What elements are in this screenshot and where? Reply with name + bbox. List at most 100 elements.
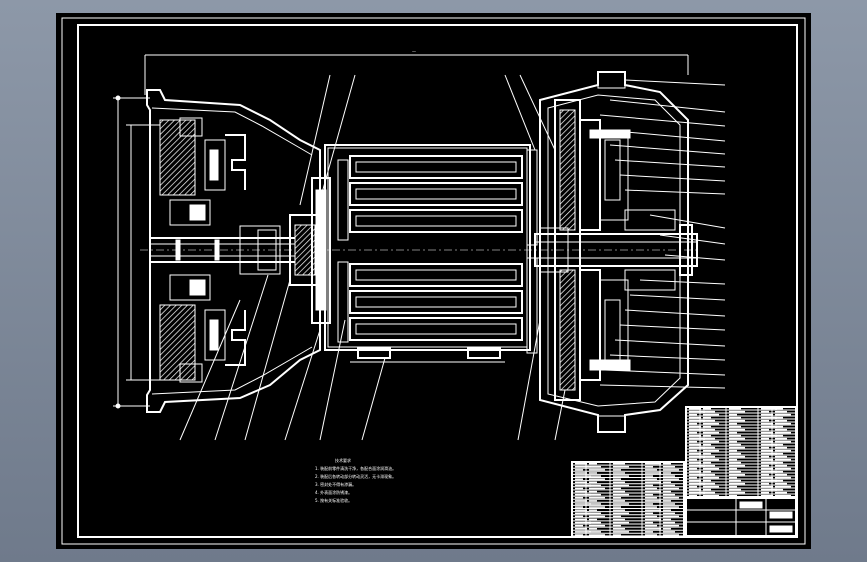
table-cell-text xyxy=(775,464,787,467)
table-cell-text xyxy=(761,416,777,419)
table-cell-text xyxy=(729,455,745,458)
svg-text:—: — xyxy=(412,49,416,54)
table-cell-text xyxy=(703,464,715,467)
table-cell-text xyxy=(645,478,657,480)
table-cell-text xyxy=(589,524,605,527)
table-cell-text xyxy=(589,521,601,524)
table-cell-text xyxy=(645,490,661,493)
table-cell-text xyxy=(645,493,653,496)
table-cell-text xyxy=(761,407,777,410)
table-cell-text xyxy=(775,416,783,419)
table-cell-text xyxy=(589,469,605,471)
table-cell-text xyxy=(575,515,583,518)
table-cell-text xyxy=(729,428,745,431)
table-cell-text xyxy=(703,458,719,461)
table-cell-text xyxy=(703,449,719,452)
table-cell-text xyxy=(663,462,671,465)
table-cell-text xyxy=(645,509,661,511)
table-cell-text xyxy=(703,485,719,488)
table-cell-text xyxy=(775,413,791,416)
table-cell-text xyxy=(645,481,661,484)
table-cell-text xyxy=(613,509,625,511)
table-cell-text xyxy=(613,472,625,474)
table-cell-text xyxy=(575,466,591,468)
table-cell-text xyxy=(703,473,715,476)
table-cell-text xyxy=(663,490,671,493)
table-cell-text xyxy=(689,431,697,434)
table-cell-text xyxy=(729,452,741,455)
table-cell-text xyxy=(613,484,629,487)
table-cell-text xyxy=(761,449,773,452)
table-cell-text xyxy=(729,440,737,443)
table-cell-text xyxy=(613,521,629,524)
table-cell-text xyxy=(689,413,697,416)
table-cell-text xyxy=(645,534,657,536)
table-cell-text xyxy=(645,487,657,490)
table-cell-text xyxy=(775,479,783,482)
table-cell-text xyxy=(613,490,625,493)
table-cell-text xyxy=(775,458,791,461)
left-brake-assembly xyxy=(146,89,321,413)
notes-heading: 技术要求 xyxy=(335,457,351,463)
table-cell-text xyxy=(729,413,737,416)
table-cell-text xyxy=(761,482,769,485)
table-cell-text xyxy=(689,416,701,419)
table-cell-text xyxy=(663,518,671,521)
table-cell-text xyxy=(689,461,701,464)
table-cell-text xyxy=(729,494,737,497)
table-cell-text xyxy=(729,464,745,467)
note-line-1: 1. 装配前零件清洗干净，各配合面涂润滑油。 xyxy=(315,465,396,471)
table-cell-text xyxy=(663,500,671,502)
table-cell-text xyxy=(775,455,787,458)
table-cell-text xyxy=(689,491,705,494)
overall-dimension: — xyxy=(144,49,689,95)
table-cell-text xyxy=(575,493,591,496)
table-cell-text xyxy=(689,440,697,443)
table-cell-text xyxy=(689,419,705,422)
inner-border xyxy=(77,24,798,538)
table-cell-text xyxy=(613,503,629,505)
table-cell-text xyxy=(645,524,657,527)
table-cell-text xyxy=(761,467,773,470)
table-cell-text xyxy=(663,534,679,536)
table-cell-text xyxy=(575,497,583,499)
table-cell-text xyxy=(761,446,769,449)
table-cell-text xyxy=(575,484,591,487)
table-cell-text xyxy=(575,487,583,490)
table-cell-text xyxy=(703,470,711,473)
table-cell-text xyxy=(575,534,583,536)
table-cell-text xyxy=(729,437,745,440)
table-cell-text xyxy=(575,469,583,471)
table-cell-text xyxy=(703,428,715,431)
table-cell-text xyxy=(729,476,737,479)
table-cell-text xyxy=(589,518,597,521)
table-cell-text xyxy=(761,458,773,461)
table-cell-text xyxy=(589,515,605,518)
table-cell-text xyxy=(775,410,787,413)
table-cell-text xyxy=(663,506,679,508)
table-cell-text xyxy=(761,431,773,434)
table-cell-text xyxy=(689,410,705,413)
table-cell-text xyxy=(575,481,587,484)
table-cell-text xyxy=(689,482,705,485)
table-cell-text xyxy=(645,472,661,474)
table-cell-text xyxy=(729,467,737,470)
table-cell-text xyxy=(761,428,769,431)
table-cell-text xyxy=(663,487,679,490)
table-cell-text xyxy=(663,493,675,496)
table-cell-text xyxy=(729,407,741,410)
table-cell-text xyxy=(703,455,715,458)
table-cell-text xyxy=(613,487,621,490)
table-cell-text xyxy=(703,479,711,482)
table-cell-text xyxy=(775,449,791,452)
table-cell-text xyxy=(589,506,605,508)
table-cell-text xyxy=(645,497,657,499)
table-cell-text xyxy=(775,488,783,491)
table-cell-text xyxy=(613,534,621,536)
table-cell-text xyxy=(703,446,715,449)
table-cell-text xyxy=(689,434,701,437)
table-cell-text xyxy=(613,531,629,533)
table-cell-text xyxy=(761,488,777,491)
